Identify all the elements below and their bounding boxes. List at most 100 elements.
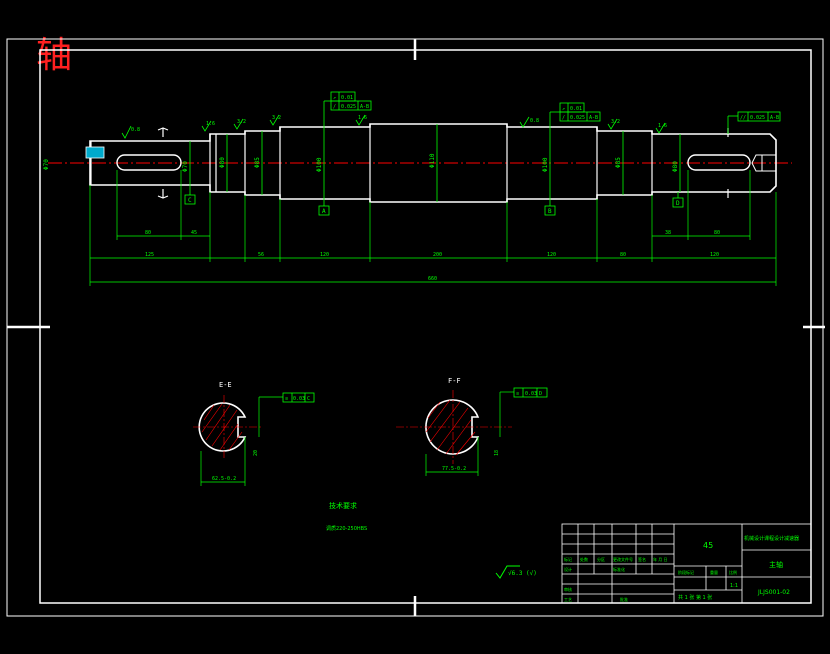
- tb-label-zone: 分区: [597, 556, 605, 562]
- tf3-ref: A-B: [770, 115, 779, 121]
- dim-total: 660: [428, 276, 437, 282]
- notes-heading: 技术要求: [329, 501, 357, 510]
- tb-label-date: 年 月 日: [653, 556, 668, 562]
- tf2-sym2: /: [562, 115, 565, 121]
- inner-border: [39, 49, 812, 604]
- diameter-dim-lines: [189, 124, 681, 202]
- dia-label-4: Φ100: [316, 157, 323, 172]
- tf1-sym2: /: [333, 104, 336, 110]
- tb-sheet: 共 1 张 第 1 张: [678, 594, 712, 601]
- tb-label-stage: 阶段标记: [678, 569, 694, 575]
- dia-label-1: Φ70: [182, 161, 189, 172]
- datum-box-c: [184, 194, 196, 205]
- rough-7: 3.2: [611, 119, 620, 125]
- dim-key-left-len: 80: [145, 230, 151, 236]
- tb-part-name: 主轴: [769, 560, 783, 569]
- rough-6: 0.8: [530, 118, 539, 124]
- center-hole-left: [85, 146, 105, 159]
- rough-5: 1.6: [358, 115, 367, 121]
- dim-seg-1: 125: [145, 252, 154, 258]
- title-block: [561, 523, 812, 604]
- tb-label-design: 设计: [564, 566, 572, 572]
- dim-seg-2: 56: [258, 252, 264, 258]
- notes-line1: 调质220-250HBS: [326, 525, 367, 532]
- section-f-depth: 77.5-0.2: [442, 466, 466, 472]
- tf2-sym1: ↗: [562, 106, 565, 112]
- roughness-check-icon: [495, 565, 520, 579]
- tf2-val1: 0.01: [570, 106, 582, 112]
- tf1-val2: 0.025: [341, 104, 356, 110]
- dia-label-3: Φ85: [254, 157, 261, 168]
- dia-label-6: Φ100: [542, 157, 549, 172]
- tf3-val: 0.025: [750, 115, 765, 121]
- datum-box-b: [544, 205, 556, 216]
- tf2-ref2: A-B: [589, 115, 598, 121]
- right-keyway: [687, 154, 751, 171]
- rough-1: 0.8: [131, 127, 140, 133]
- left-keyway: [116, 154, 182, 171]
- tb-label-standard: 标准化: [613, 566, 625, 572]
- dim-seg-5: 120: [547, 252, 556, 258]
- dim-seg-6: 80: [620, 252, 626, 258]
- tb-label-change: 更改文件号: [613, 556, 633, 562]
- tb-material: 45: [703, 541, 713, 550]
- dim-seg-3: 120: [320, 252, 329, 258]
- dia-label-5: Φ110: [429, 153, 436, 168]
- tolerance-frame-1: ↗ 0.01 / 0.025 A-B: [323, 91, 372, 127]
- section-e-label: E-E: [219, 381, 232, 389]
- tb-label-count: 处数: [580, 556, 588, 562]
- dia-label-2: Φ80: [219, 157, 226, 168]
- datum-box-a: [318, 205, 330, 216]
- dia-label-7: Φ85: [615, 157, 622, 168]
- datum-b: B: [548, 208, 552, 215]
- tb-drawing-no: JLJS001-02: [757, 589, 790, 596]
- extension-lines: [89, 170, 777, 286]
- rough-4: 3.2: [272, 115, 281, 121]
- tf2-val2: 0.025: [570, 115, 585, 121]
- dim-seg-7: 120: [710, 252, 719, 258]
- datum-c: C: [188, 197, 192, 204]
- rough-2: 1.6: [206, 121, 215, 127]
- section-f-width: 18: [494, 450, 500, 456]
- section-e-depth: 62.5-0.2: [212, 476, 236, 482]
- section-f-label: F-F: [448, 377, 461, 385]
- tb-label-sign: 签名: [638, 556, 646, 562]
- center-hole-right: [751, 154, 776, 172]
- drawing-title: 轴: [36, 35, 73, 76]
- roughness-marks: 0.8 1.6 3.2 3.2 1.6 0.8 3.2 1.6: [121, 114, 667, 139]
- dia-label-9: Φ70: [43, 159, 50, 170]
- section-f-view: ≡ 0.03 D 18 77.5-0.2: [396, 387, 548, 476]
- section-e-width: 20: [253, 450, 259, 456]
- roughness-symbol: √6.3 (√): [508, 570, 537, 577]
- section-e-view: ≡ 0.03 C 20 62.5-0.2: [193, 392, 315, 486]
- tf1-ref2: A-B: [360, 104, 369, 110]
- section-e-frame-sym: ≡: [285, 396, 288, 402]
- rough-3: 3.2: [237, 119, 246, 125]
- tolerance-frame-3: // 0.025 A-B: [727, 111, 781, 134]
- section-f-frame-sym: ≡: [516, 391, 519, 397]
- shaft-shoulder-lines: [90, 124, 653, 202]
- section-f-frame-ref: D: [539, 391, 542, 397]
- tb-scale: 1:1: [730, 583, 738, 589]
- datum-box-d: [672, 197, 684, 208]
- section-f-frame-val: 0.03: [525, 391, 537, 397]
- tf3-sym: //: [740, 115, 746, 121]
- section-e-frame-val: 0.03: [293, 396, 305, 402]
- dim-key-left-off: 45: [191, 230, 197, 236]
- tb-label-process: 工艺: [564, 597, 572, 602]
- dim-seg-4: 200: [433, 252, 442, 258]
- tb-label-weight: 重量: [710, 569, 718, 575]
- title-block-text: 45 机械设计课程设计减速器 主轴 JLJS001-02 1:1 共 1 张 第…: [564, 535, 799, 602]
- tf1-val1: 0.01: [341, 95, 353, 101]
- diameter-labels: Φ70 Φ80 Φ85 Φ100 Φ110 Φ100 Φ85 Φ80 Φ70: [43, 153, 679, 172]
- tb-company: 机械设计课程设计减速器: [744, 535, 799, 542]
- dim-key-right-len: 80: [714, 230, 720, 236]
- dia-label-8: Φ80: [672, 161, 679, 172]
- tb-label-approve: 批准: [620, 596, 628, 602]
- tb-label-ratio: 比例: [729, 569, 737, 575]
- rough-8: 1.6: [658, 123, 667, 129]
- tf1-sym1: ↗: [333, 95, 336, 101]
- section-e-frame-ref: C: [307, 396, 310, 402]
- dimension-lines: [90, 235, 776, 283]
- outer-border: [6, 38, 824, 617]
